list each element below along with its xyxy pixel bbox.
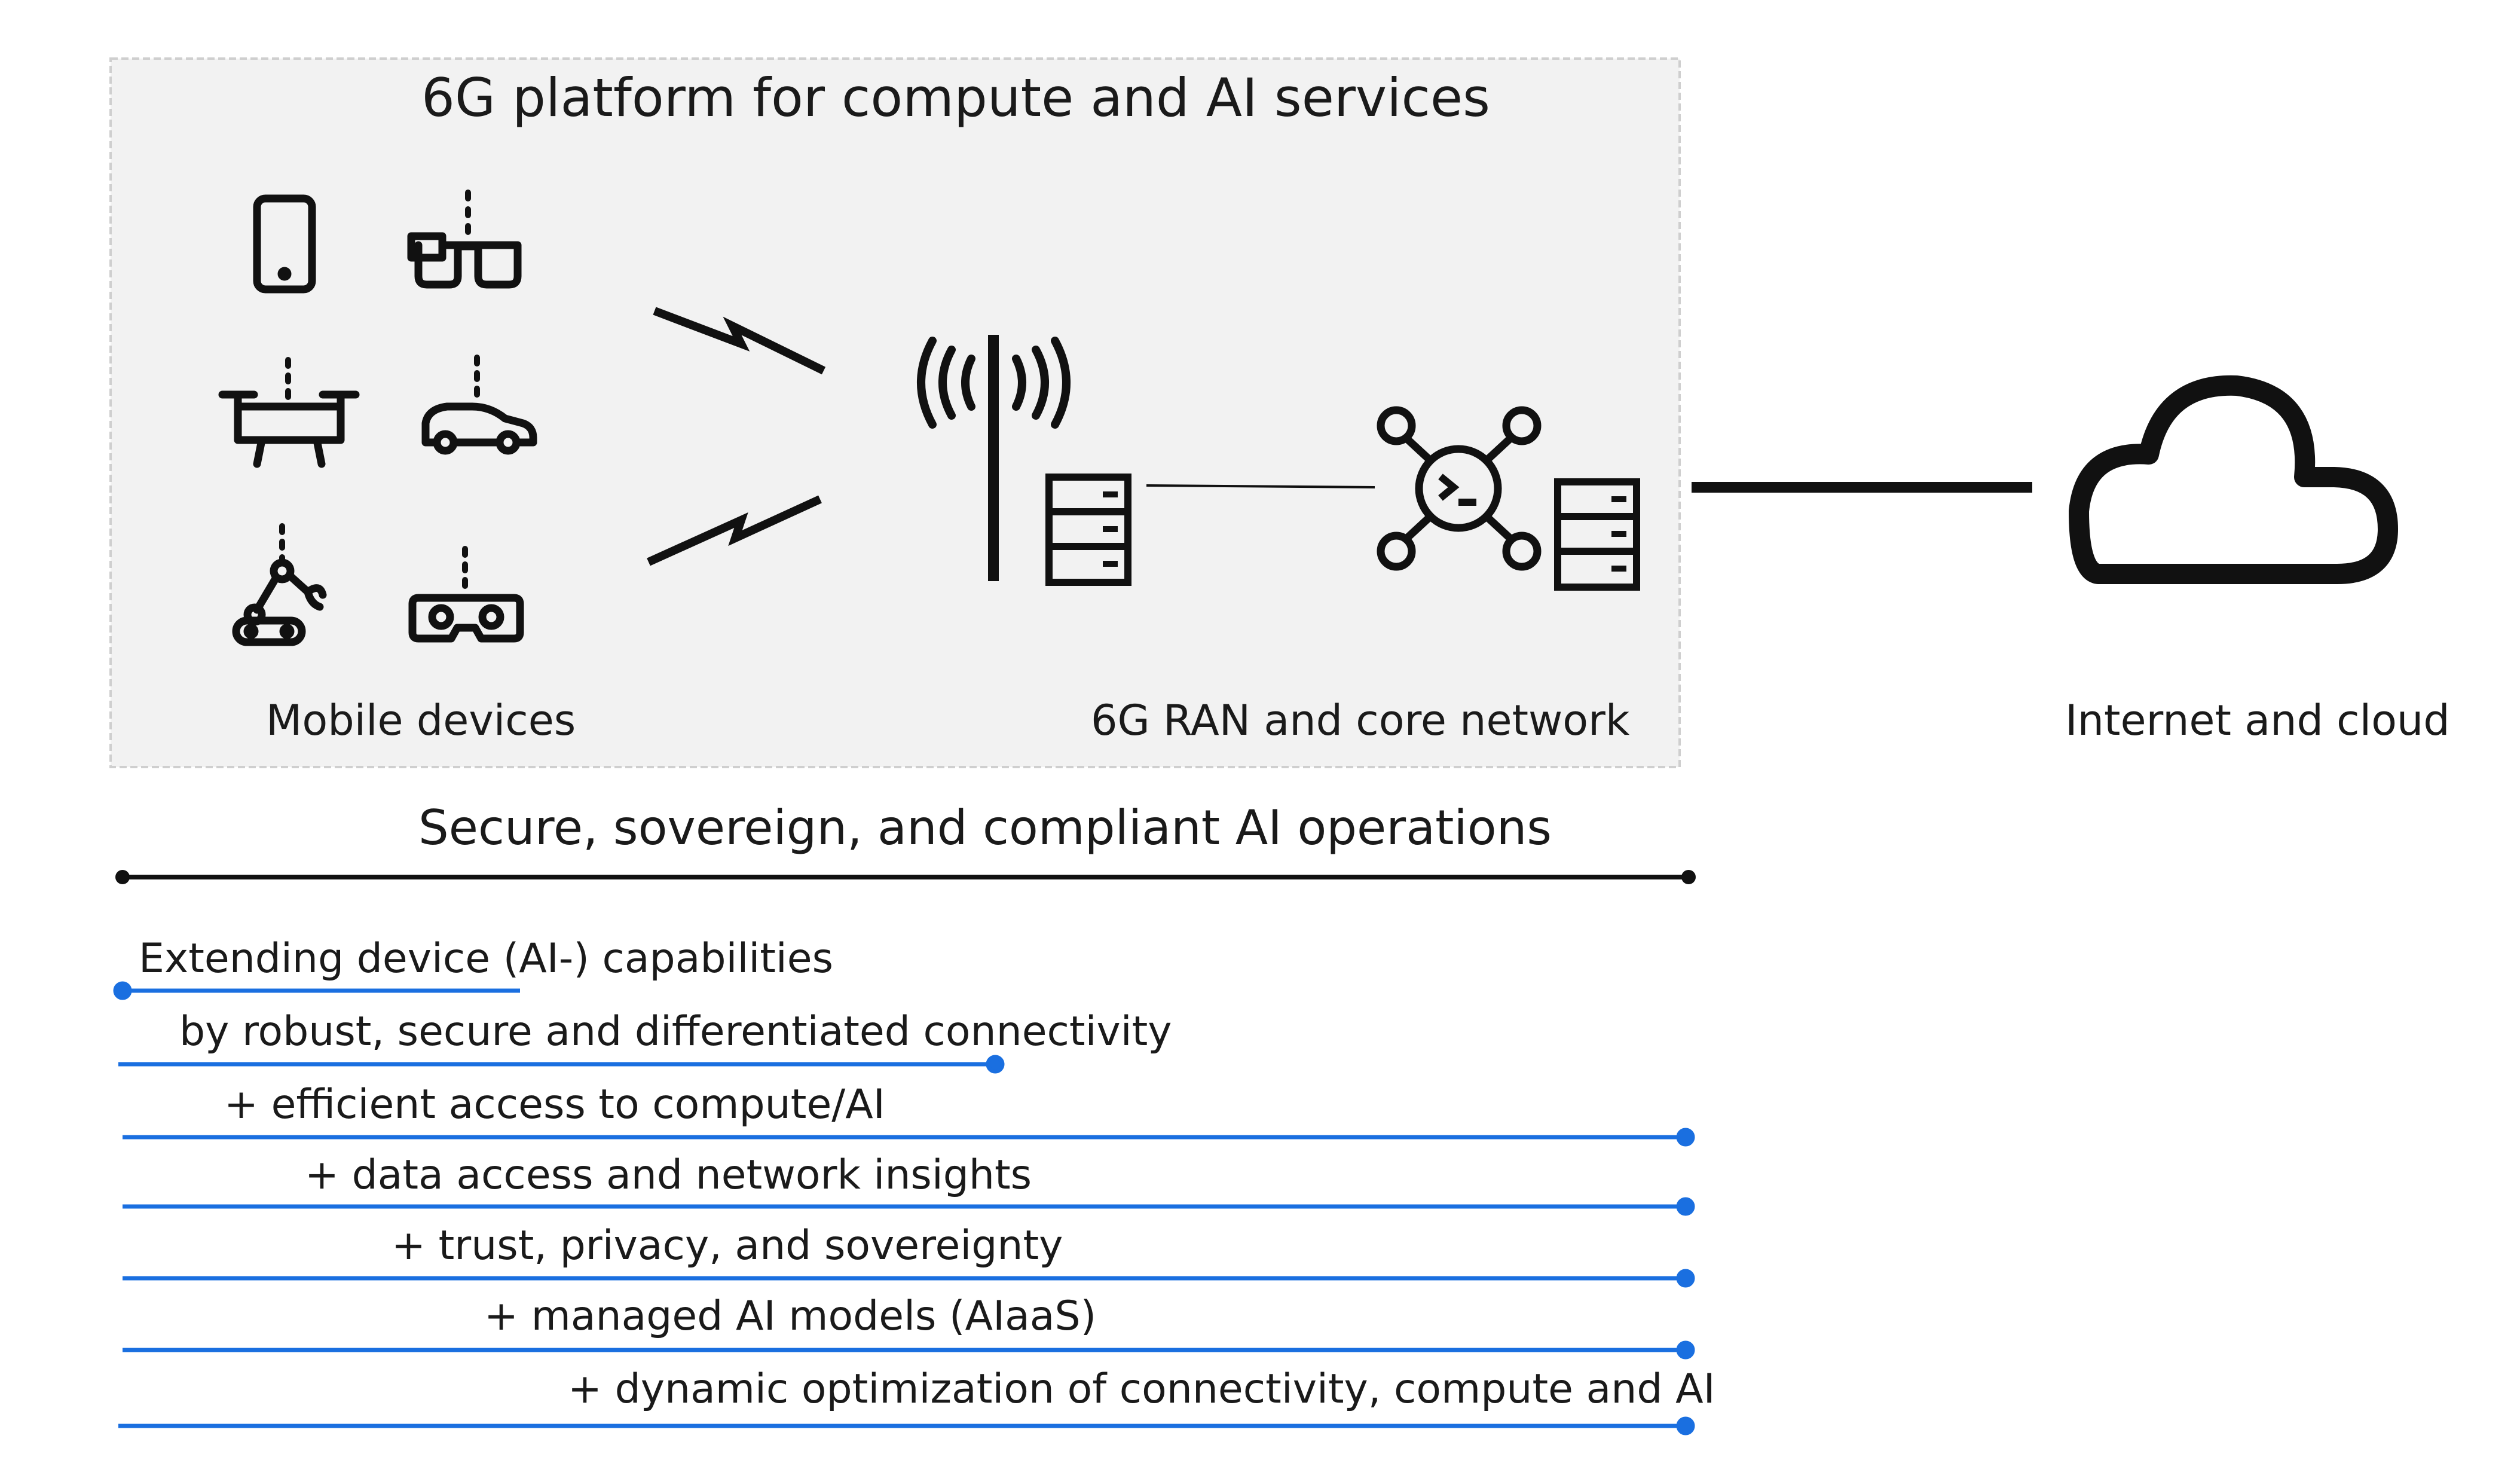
platform-title: 6G platform for compute and AI services: [421, 67, 1490, 129]
capability-item: + efficient access to compute/AI: [224, 1081, 885, 1128]
ran-core-label: 6G RAN and core network: [1091, 696, 1630, 745]
capability-item: + trust, privacy, and sovereignty: [392, 1222, 1063, 1269]
network-hub-icon: [1377, 406, 1542, 571]
capability-item: + dynamic optimization of connectivity, …: [568, 1366, 1715, 1413]
capability-item: + managed AI models (AIaaS): [484, 1293, 1097, 1340]
capability-span: [118, 1055, 1005, 1074]
capability-item: Extending device (AI-) capabilities: [139, 935, 834, 982]
mobile-devices-label: Mobile devices: [266, 696, 576, 745]
wireless-link-icon: [647, 495, 822, 566]
internet-cloud-label: Internet and cloud: [2065, 696, 2450, 745]
antenna-tower-icon: [917, 335, 1071, 581]
operations-title: Secure, sovereign, and compliant AI oper…: [418, 800, 1552, 856]
car-icon: [421, 355, 537, 455]
wireless-link-icon: [653, 307, 826, 375]
capability-span: [118, 1416, 1695, 1435]
capability-span: [123, 1340, 1695, 1360]
smart-glasses-icon: [407, 190, 522, 289]
operations-span: [115, 870, 1696, 884]
capability-span: [123, 1128, 1695, 1147]
server-icon: [1045, 474, 1131, 586]
smartphone-icon: [253, 194, 316, 294]
capability-span: [113, 981, 520, 1000]
capability-item: + data access and network insights: [305, 1151, 1032, 1199]
vr-headset-icon: [408, 546, 524, 643]
server-icon: [1554, 478, 1640, 591]
robot-arm-icon: [232, 523, 327, 646]
capability-item: by robust, secure and differentiated con…: [179, 1008, 1172, 1055]
drone-icon: [218, 357, 360, 468]
platform-panel: [109, 57, 1681, 768]
capability-span: [123, 1269, 1695, 1288]
ran-core-link: [1146, 484, 1375, 488]
cloud-icon: [2069, 375, 2398, 584]
capability-span: [123, 1197, 1695, 1216]
